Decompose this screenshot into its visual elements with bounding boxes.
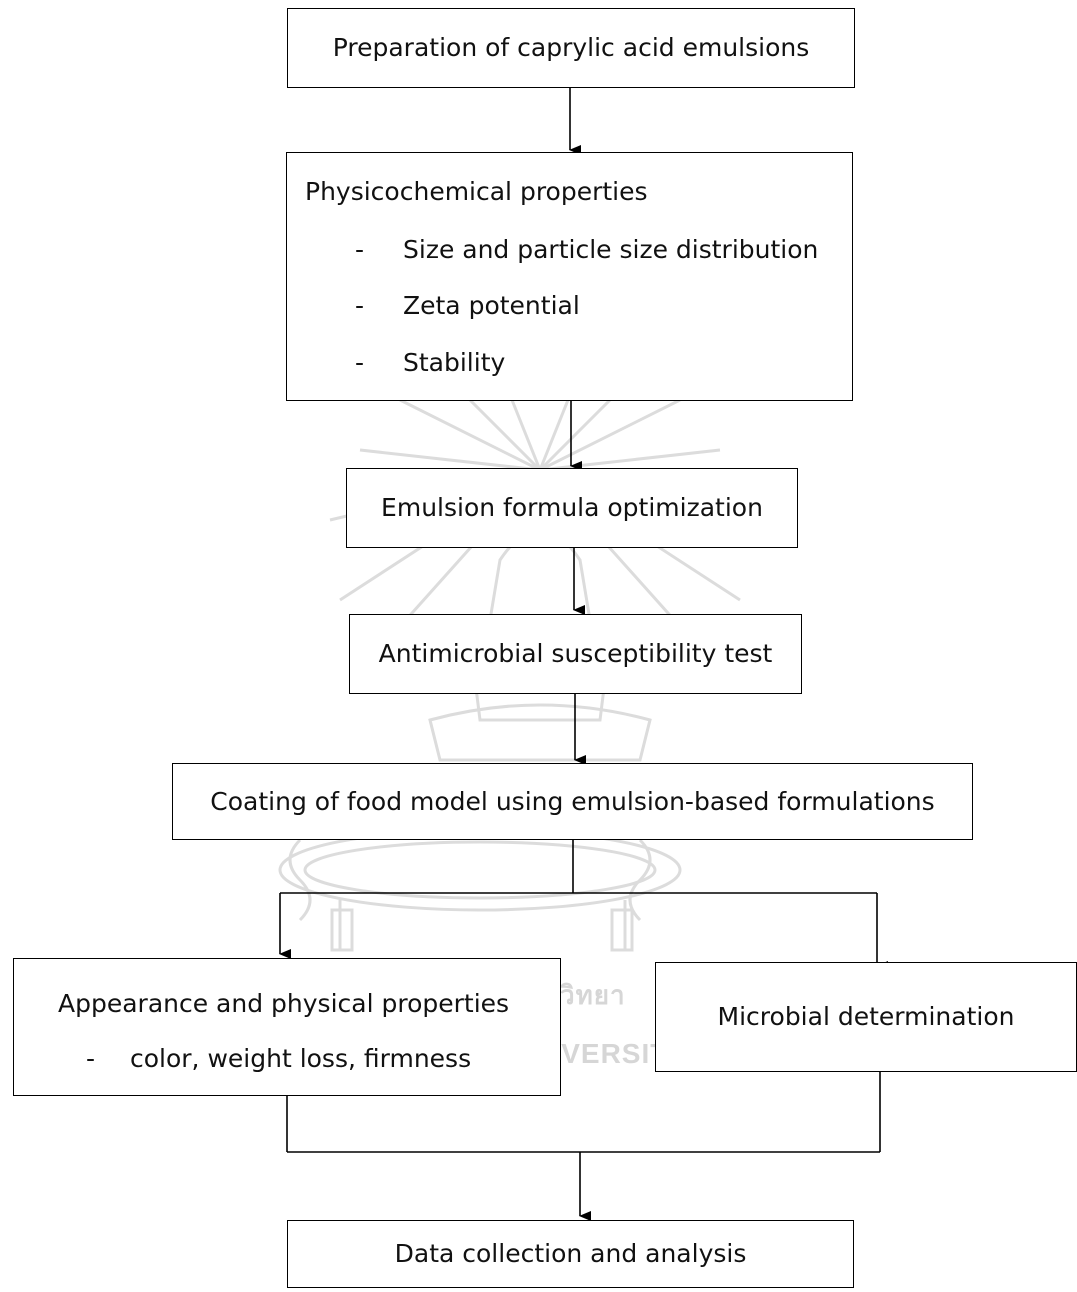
step-box-microbial: Microbial determination xyxy=(655,962,1077,1072)
step-box-physicochemical: Physicochemical properties - Size and pa… xyxy=(286,152,853,401)
physicochemical-item: Size and particle size distribution xyxy=(403,235,819,264)
step-label-microbial: Microbial determination xyxy=(717,1002,1015,1031)
appearance-item: color, weight loss, firmness xyxy=(130,1044,472,1073)
step-box-preparation: Preparation of caprylic acid emulsions xyxy=(287,8,855,88)
step-box-coating: Coating of food model using emulsion-bas… xyxy=(172,763,973,840)
step-box-data: Data collection and analysis xyxy=(287,1220,854,1288)
physicochemical-item: Zeta potential xyxy=(403,291,580,320)
step-label-data: Data collection and analysis xyxy=(394,1239,747,1268)
step-label-optimization: Emulsion formula optimization xyxy=(381,493,763,522)
physicochemical-title: Physicochemical properties xyxy=(305,177,648,206)
bullet-dash: - xyxy=(86,1044,96,1073)
appearance-title: Appearance and physical properties xyxy=(58,989,510,1018)
step-box-optimization: Emulsion formula optimization xyxy=(346,468,798,548)
bullet-dash: - xyxy=(355,348,365,377)
step-box-antimicrobial: Antimicrobial susceptibility test xyxy=(349,614,802,694)
step-label-preparation: Preparation of caprylic acid emulsions xyxy=(332,33,810,62)
step-label-antimicrobial: Antimicrobial susceptibility test xyxy=(378,639,773,668)
step-box-appearance: Appearance and physical properties - col… xyxy=(13,958,561,1096)
step-label-coating: Coating of food model using emulsion-bas… xyxy=(210,786,935,816)
bullet-dash: - xyxy=(355,235,365,264)
bullet-dash: - xyxy=(355,291,365,320)
physicochemical-item: Stability xyxy=(403,348,506,377)
